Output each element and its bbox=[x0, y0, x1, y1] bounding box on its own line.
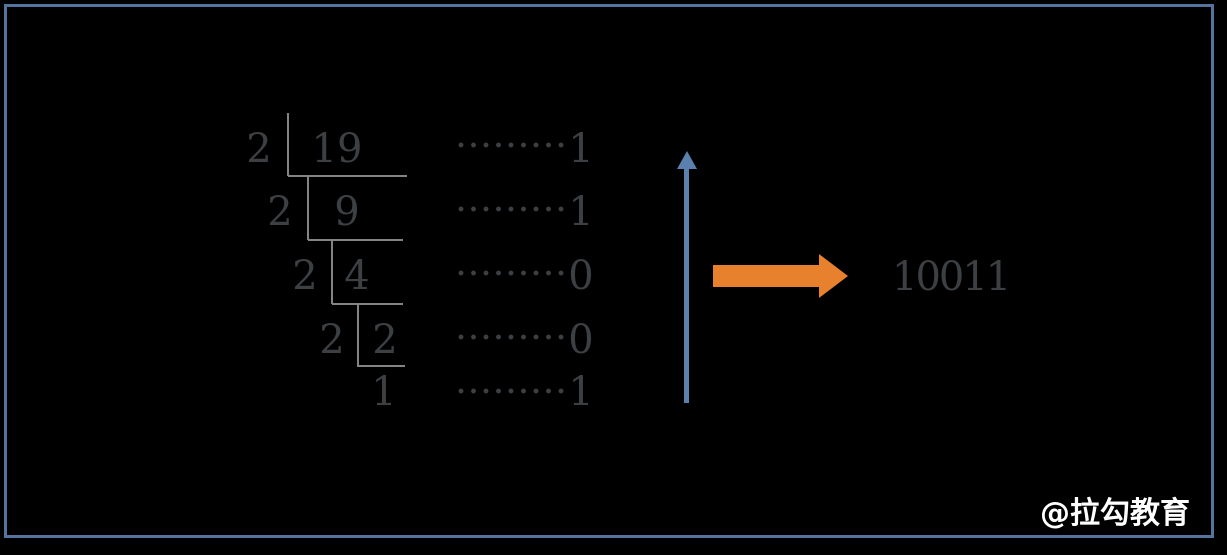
binary-result: 10011 bbox=[892, 254, 1011, 300]
dotted-leader bbox=[458, 141, 565, 149]
division-bar-vertical bbox=[331, 239, 333, 304]
division-bar-vertical bbox=[307, 175, 309, 240]
divisor-label: 2 bbox=[319, 317, 345, 363]
division-bar-horizontal bbox=[358, 365, 405, 367]
border-frame bbox=[4, 4, 1214, 538]
division-bar-vertical bbox=[357, 303, 359, 367]
dotted-leader bbox=[458, 205, 565, 213]
dividend-label: 2 bbox=[372, 317, 398, 363]
remainder-label: 0 bbox=[568, 253, 594, 299]
division-bar-horizontal bbox=[308, 239, 403, 241]
watermark: @拉勾教育 bbox=[1040, 496, 1190, 531]
divisor-label: 2 bbox=[246, 126, 272, 172]
right-arrow-head-icon bbox=[819, 254, 848, 298]
remainder-label: 1 bbox=[568, 369, 594, 415]
up-arrow-head-icon bbox=[677, 151, 697, 169]
dotted-leader bbox=[458, 387, 565, 395]
division-bar-horizontal bbox=[332, 303, 403, 305]
division-bar-horizontal bbox=[288, 175, 407, 177]
divisor-label: 2 bbox=[292, 253, 318, 299]
division-bar-vertical bbox=[287, 113, 289, 176]
remainder-label: 1 bbox=[568, 189, 594, 235]
remainder-label: 0 bbox=[568, 317, 594, 363]
dotted-leader bbox=[458, 333, 565, 341]
dividend-label: 19 bbox=[311, 126, 363, 172]
dividend-label: 4 bbox=[344, 253, 370, 299]
final-quotient-label: 1 bbox=[371, 369, 397, 415]
divisor-label: 2 bbox=[267, 189, 293, 235]
dotted-leader bbox=[458, 269, 565, 277]
up-arrow-shaft bbox=[684, 168, 689, 403]
dividend-label: 9 bbox=[334, 189, 360, 235]
remainder-label: 1 bbox=[568, 126, 594, 172]
right-arrow-shaft bbox=[713, 265, 819, 287]
